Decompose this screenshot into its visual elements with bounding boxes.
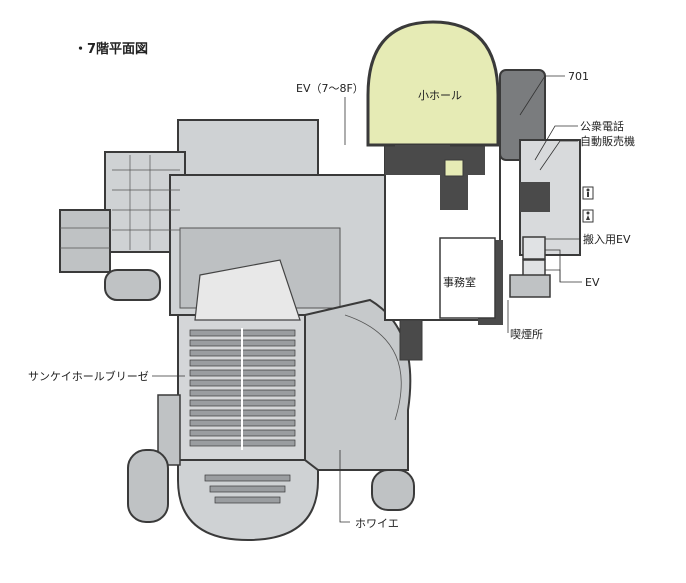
male-restroom-icon <box>582 186 594 200</box>
foyer-curve <box>344 314 402 421</box>
smoking-room-label: 喫煙所 <box>510 328 543 341</box>
sankei-hall-label: サンケイホールブリーゼ <box>28 369 149 383</box>
stair-grid <box>60 155 180 250</box>
room-701-label: 701 <box>568 70 589 83</box>
public-phone-label: 公衆電話 <box>580 119 624 133</box>
ev-7-8f-label: EV（7〜8F） <box>296 82 364 95</box>
female-restroom-icon <box>582 209 594 223</box>
office-label: 事務室 <box>443 275 476 289</box>
small-hall-label: 小ホール <box>418 89 462 102</box>
ev-label: EV <box>585 276 600 289</box>
small-hall-area <box>366 20 500 177</box>
map-title: ・7階平面図 <box>74 41 148 57</box>
building-outline <box>59 69 581 542</box>
vending-machine-label: 自動販売機 <box>580 134 635 148</box>
foyer-label: ホワイエ <box>355 517 399 530</box>
loading-ev-label: 搬入用EV <box>583 232 631 246</box>
leader-lines <box>152 75 582 523</box>
